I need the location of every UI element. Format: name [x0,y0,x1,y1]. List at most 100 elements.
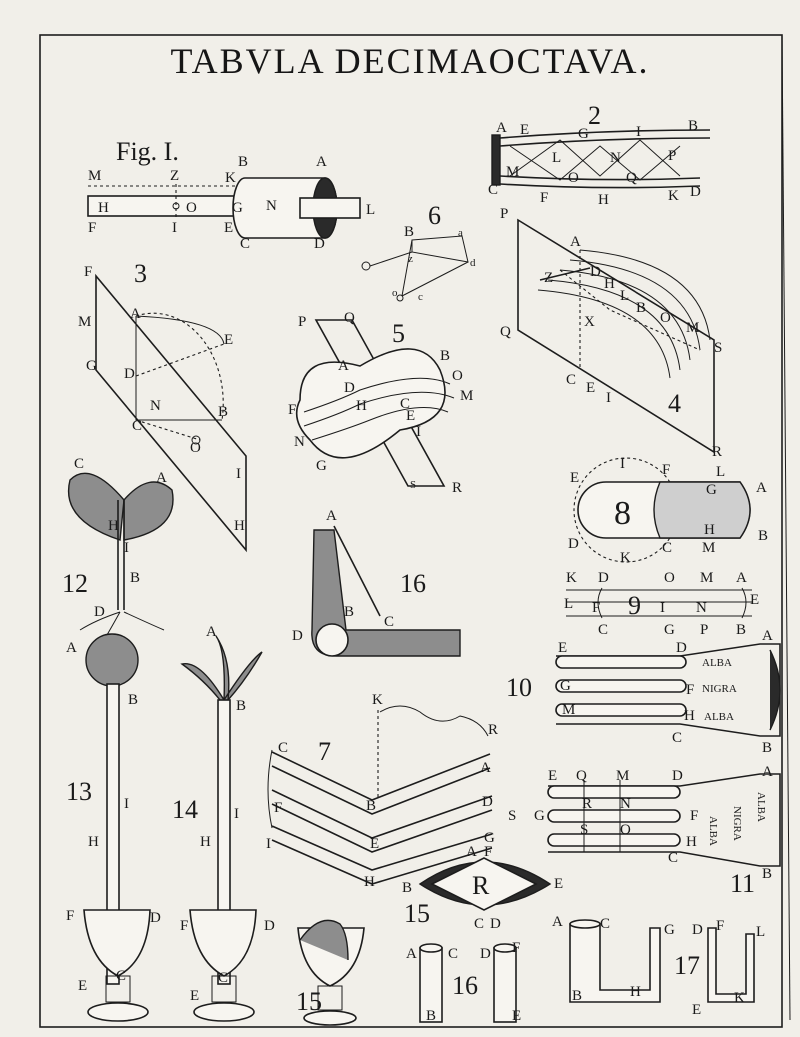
fig12-point-label: H [108,518,119,534]
fig17-point-label: B [572,988,582,1004]
fig16-figure-number: 16 [400,569,426,598]
fig4-point-label: X [584,314,595,330]
plate-title: TABVLA DECIMAOCTAVA. [170,41,650,81]
fig3-point-label: G [86,358,97,374]
figure-3: 3 F M A E G D N B C O I H [78,259,247,553]
fig4-point-label: B [636,300,646,316]
fig9-point-label: N [696,600,707,616]
fig11-point-label: M [616,768,629,784]
fig4-point-label: D [590,264,601,280]
fig2-point-label: H [598,192,609,208]
fig17-point-label: E [692,1002,701,1018]
fig8-point-label: F [662,462,670,478]
fig8-point-label: H [704,522,715,538]
fig7-point-label: K [372,692,383,708]
fig5-point-label: I [416,424,421,440]
figure-6: 6 B a z d o c [361,201,476,303]
fig3-point-label: I [236,466,241,482]
fig8-point-label: K [620,550,631,566]
fig16b-point-label: B [426,1008,436,1024]
fig3-point-label: E [224,332,233,348]
fig13-point-label: D [150,910,161,926]
fig8-point-label: G [706,482,717,498]
fig8-point-label: A [756,480,767,496]
plate-border [39,34,783,1028]
fig1-point-label: K [225,170,236,186]
fig5-point-label: N [294,434,305,450]
fig14-point-label: I [234,806,239,822]
fig1-point-label: I [172,220,177,236]
fig11-point-label: E [548,768,557,784]
figure-7: 7 K R C A B D F S E G I H [266,692,516,890]
fig14-point-label: H [200,834,211,850]
fig11-figure-number: 11 [730,869,755,898]
fig10-point-label: H [684,708,695,724]
fig3-point-label: H [234,518,245,534]
fig4-point-label: A [570,234,581,250]
fig3-point-label: F [84,264,92,280]
fig5-point-label: F [288,402,296,418]
fig13-point-label: B [128,692,138,708]
fig2-point-label: I [636,124,641,140]
fig5-point-label: C [400,396,410,412]
fig1-point-label: E [224,220,233,236]
fig7-point-label: R [488,722,498,738]
figure-14: 14 A B I H F D E C [172,624,275,1022]
fig15b-figure-number: 15 [296,987,322,1016]
figure-12: 12 C A H I B D [62,456,174,641]
fig1-point-label: L [366,202,375,218]
fig9-point-label: P [700,622,708,638]
fig7-point-label: A [480,760,491,776]
fig1-point-label: N [266,198,277,214]
fig8-point-label: C [662,540,672,556]
fig8-point-label: M [702,540,715,556]
fig7-point-label: H [364,874,375,890]
fig9-point-label: K [566,570,577,586]
fig7-point-label: D [482,794,493,810]
fig1-point-label: F [88,220,96,236]
fig1-point-label: G [232,200,243,216]
fig8-figure-number: 8 [614,495,631,532]
fig8-point-label: D [568,536,579,552]
fig16-point-label: D [292,628,303,644]
fig12-point-label: D [94,604,105,620]
fig13-point-label: A [66,640,77,656]
fig2-point-label: F [540,190,548,206]
fig7-point-label: E [370,836,379,852]
fig2-point-label: N [610,150,621,166]
fig1-point-label: M [88,168,101,184]
fig4-figure-number: 4 [668,389,681,418]
fig5-point-label: P [298,314,306,330]
figure-16-cylinders: 16 A C D F B E [406,940,521,1024]
fig11-point-label: R [582,796,592,812]
fig17-point-label: A [552,914,563,930]
fig15-point-label: B [402,880,412,896]
fig5-point-label: D [344,380,355,396]
fig4-point-label: H [604,276,615,292]
fig11-point-label: G [534,808,545,824]
fig6-point-label: a [458,227,463,239]
fig16-point-label: A [326,508,337,524]
fig11-point-label: Q [576,768,587,784]
fig13-point-label: F [66,908,74,924]
fig1-point-label: B [238,154,248,170]
fig12-point-label: B [130,570,140,586]
fig2-point-label: G [578,126,589,142]
fig14-point-label: B [236,698,246,714]
fig4-point-label: S [714,340,722,356]
fig11-point-label: O [620,822,631,838]
fig16-point-label: C [384,614,394,630]
fig7-point-label: F [274,800,282,816]
figure-11: 11 E Q M D A G R N F S O H C B ALBA NIGR… [534,764,781,898]
fig13-point-label: E [78,978,87,994]
fig4-point-label: P [500,206,508,222]
fig4-point-label: I [606,390,611,406]
fig5-point-label: G [316,458,327,474]
fig8-point-label: E [570,470,579,486]
fig15-point-label: A [466,844,477,860]
fig15-point-label: D [490,916,501,932]
figure-13: 13 A B I H F D E C [66,633,161,1022]
fig10-word-label: ALBA [704,711,734,723]
fig9-point-label: G [664,622,675,638]
